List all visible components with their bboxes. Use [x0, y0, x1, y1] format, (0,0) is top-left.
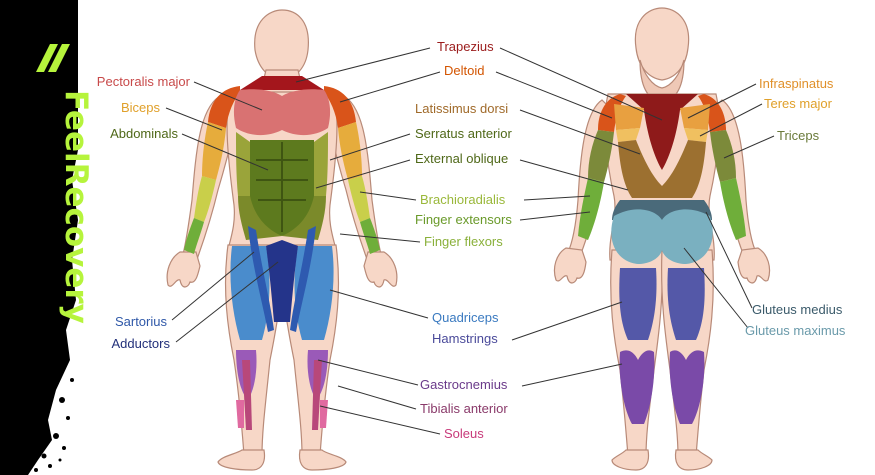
front-pectoralis-left: [233, 89, 282, 136]
back-foot-left: [611, 449, 650, 471]
label-brachioradialis: Brachioradialis: [420, 192, 506, 207]
back-deltoid-right: [698, 94, 726, 132]
leader-lines: [165, 47, 775, 435]
back-hamstrings-left: [619, 268, 657, 340]
front-soleus-right: [320, 400, 328, 428]
label-gluteus-maximus: Gluteus maximus: [745, 323, 846, 338]
label-abdominals: Abdominals: [110, 126, 178, 141]
front-external-oblique: [238, 196, 326, 240]
back-gastrocnemius-right: [669, 350, 705, 424]
label-trapezius: Trapezius: [437, 39, 494, 54]
brand-panel-bg: [0, 0, 78, 475]
back-figure: [553, 7, 771, 471]
front-hand-right: [363, 251, 398, 288]
back-gastrocnemius-left: [619, 350, 655, 424]
back-trapezius: [626, 94, 698, 170]
back-triceps-right: [710, 130, 736, 182]
muscle-labels: Trapezius Deltoid Pectoralis major Bicep…: [97, 39, 846, 441]
front-pectoralis-right: [282, 89, 331, 136]
label-gastrocnemius: Gastrocnemius: [420, 377, 508, 392]
front-hand-left: [166, 251, 201, 288]
brand-wordmark: FeelRecovery: [58, 90, 94, 324]
label-sartorius: Sartorius: [115, 314, 168, 329]
front-trapezius: [240, 76, 324, 90]
label-triceps: Triceps: [777, 128, 820, 143]
front-sartorius-left: [248, 226, 274, 332]
front-foot-right: [298, 449, 347, 471]
back-teres-left: [616, 128, 640, 142]
front-figure: [166, 9, 398, 471]
front-adductors: [266, 240, 298, 322]
front-sartorius-right: [290, 226, 316, 332]
front-deltoid-right: [324, 86, 356, 128]
label-teres-major: Teres major: [764, 96, 833, 111]
label-latissimus-dorsi: Latissimus dorsi: [415, 101, 508, 116]
label-hamstrings: Hamstrings: [432, 331, 498, 346]
back-head: [634, 7, 690, 81]
front-tibialis-left: [242, 360, 252, 430]
back-infraspinatus-right: [680, 104, 710, 130]
label-soleus: Soleus: [444, 426, 484, 441]
label-serratus-anterior: Serratus anterior: [415, 126, 512, 141]
brand-panel-spatter: [34, 378, 74, 472]
front-flexors-right: [360, 218, 380, 254]
back-hand-right: [737, 247, 771, 284]
label-deltoid: Deltoid: [444, 63, 484, 78]
front-tibialis-right: [312, 360, 322, 430]
back-deltoid-left: [598, 94, 626, 132]
front-flexors-left: [184, 218, 204, 254]
back-foot-right: [674, 449, 713, 471]
back-triceps-left: [588, 130, 614, 182]
label-infraspinatus: Infraspinatus: [759, 76, 834, 91]
abdominal-segments: [256, 142, 308, 232]
back-teres-right: [684, 128, 708, 142]
front-biceps-right: [338, 122, 362, 180]
front-serratus: [236, 132, 328, 196]
back-forearm-left: [578, 178, 604, 240]
label-finger-flexors: Finger flexors: [424, 234, 503, 249]
label-biceps: Biceps: [121, 100, 161, 115]
brand-panel: FeelRecovery: [0, 0, 94, 475]
back-gluteus-maximus: [611, 209, 713, 264]
front-deltoid-left: [208, 86, 240, 128]
label-pectoralis-major: Pectoralis major: [97, 74, 191, 89]
back-latissimus: [618, 140, 706, 198]
label-adductors: Adductors: [111, 336, 170, 351]
label-gluteus-medius: Gluteus medius: [752, 302, 843, 317]
front-soleus-left: [236, 400, 244, 428]
label-quadriceps: Quadriceps: [432, 310, 499, 325]
label-tibialis-anterior: Tibialis anterior: [420, 401, 508, 416]
double-slash-logo-icon: [36, 44, 70, 72]
front-brachioradialis-left: [194, 176, 216, 222]
label-external-oblique: External oblique: [415, 151, 508, 166]
front-brachioradialis-right: [348, 176, 370, 222]
back-hamstrings-right: [667, 268, 705, 340]
back-forearm-right: [720, 178, 746, 240]
back-hand-left: [553, 247, 587, 284]
back-infraspinatus-left: [614, 104, 644, 130]
front-biceps-left: [202, 122, 226, 180]
label-finger-extensors: Finger extensors: [415, 212, 512, 227]
front-foot-left: [217, 449, 266, 471]
